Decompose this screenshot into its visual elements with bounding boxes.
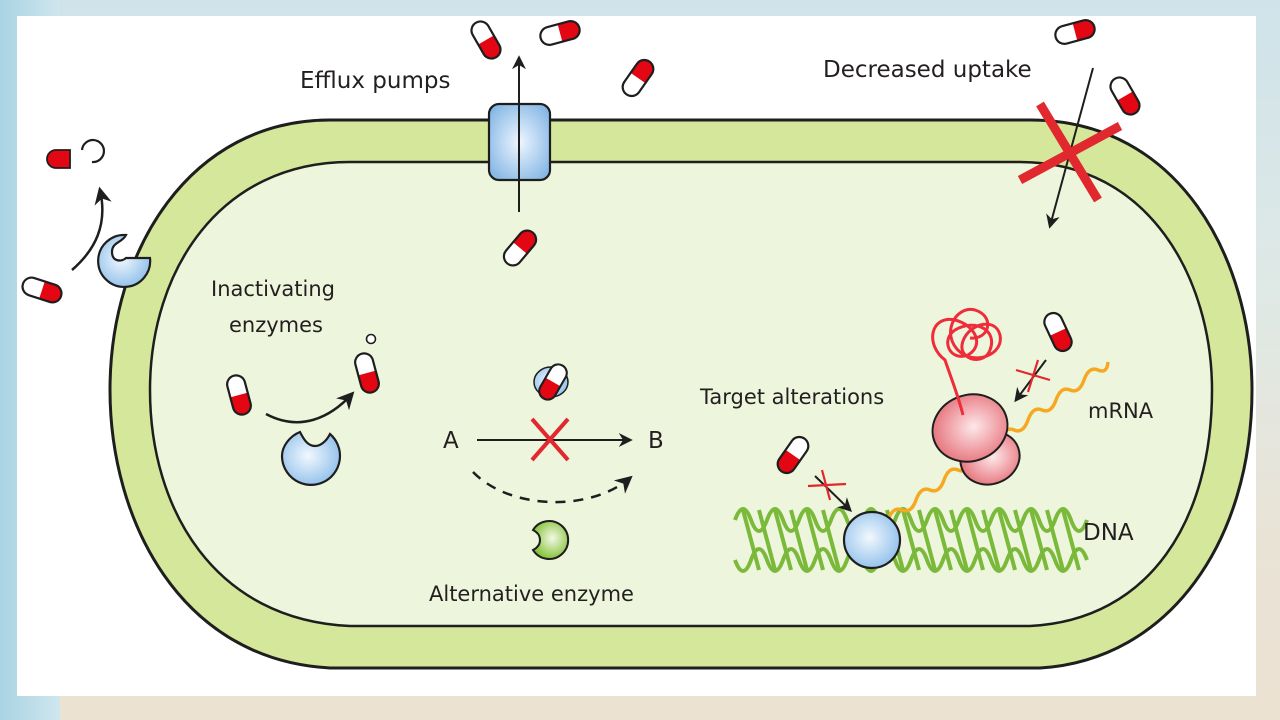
enzyme-icon [280,430,342,486]
label-node-a: A [443,428,459,454]
inactivation-arrow [265,391,355,424]
label-decreased-uptake: Decreased uptake [823,57,1032,83]
drug-capsule [1107,74,1143,118]
label-efflux-pumps: Efflux pumps [300,68,450,94]
blocked-x-icon [530,417,570,462]
label-node-b: B [648,428,664,454]
drug-fragment-red [46,149,71,169]
target-bypass-group: A B Alternative enzyme [429,361,664,606]
blocked-x-icon [1015,359,1051,393]
inactivating-enzymes-group: Inactivating enzymes [211,277,381,486]
bypass-arrow [472,471,633,504]
rna-polymerase-icon [842,510,902,570]
drug-fragment-white [80,138,106,164]
drug-capsule [468,18,504,62]
drug-capsule [619,56,657,99]
drug-capsule [538,19,581,47]
label-mrna: mRNA [1088,399,1154,423]
decreased-uptake-group: Decreased uptake [823,18,1143,229]
drug-binding-arrow [814,475,853,512]
alternative-enzyme-icon [531,520,570,560]
modification-group-icon [365,333,377,345]
label-dna: DNA [1083,520,1134,546]
drug-capsule [20,275,64,304]
label-target-alterations: Target alterations [699,385,884,409]
protein-chain-icon [931,308,1002,416]
inactivation-outside [20,138,152,305]
blocked-x-icon [1017,101,1123,203]
label-inactivating-line2: enzymes [229,313,323,337]
inactivation-arrow [71,186,112,271]
target-alterations-group: Target alterations DNA mRNA [699,308,1154,573]
label-alternative-enzyme: Alternative enzyme [429,582,634,606]
drug-capsule [1053,18,1096,46]
cytoplasm [148,160,1214,628]
blocked-x-icon [807,469,847,501]
enzyme-icon [97,233,152,288]
label-inactivating-line1: Inactivating [211,277,335,301]
uptake-arrow [1046,67,1094,229]
dna-strand-2 [733,547,1089,573]
efflux-pump-group: Efflux pumps [300,18,657,269]
